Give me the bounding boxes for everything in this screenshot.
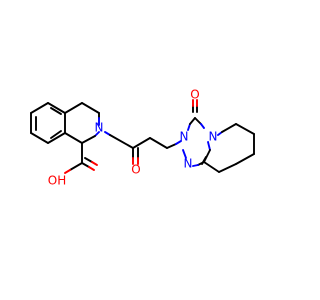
piperidine-ring xyxy=(203,123,255,173)
atom-label-n-triazole-2: N xyxy=(180,130,189,144)
atom-label-n-triazole-3: N xyxy=(184,157,193,171)
acetyl-linker xyxy=(104,131,182,165)
tetrahydro-ring xyxy=(64,102,100,144)
atom-label-o-ketone: O xyxy=(131,163,140,177)
atom-label-oh-acid: OH xyxy=(48,174,66,188)
triazolone-ring xyxy=(182,99,211,167)
atom-label-n-isoquinoline: N xyxy=(95,121,104,135)
carboxylic-acid-group xyxy=(64,142,98,174)
molecule-structure-diagram: N O OH O N N N xyxy=(30,88,255,188)
benzene-ring xyxy=(30,102,66,144)
atom-label-n-triazole-1: N xyxy=(209,130,218,144)
atom-label-o-lactam: O xyxy=(190,88,199,102)
